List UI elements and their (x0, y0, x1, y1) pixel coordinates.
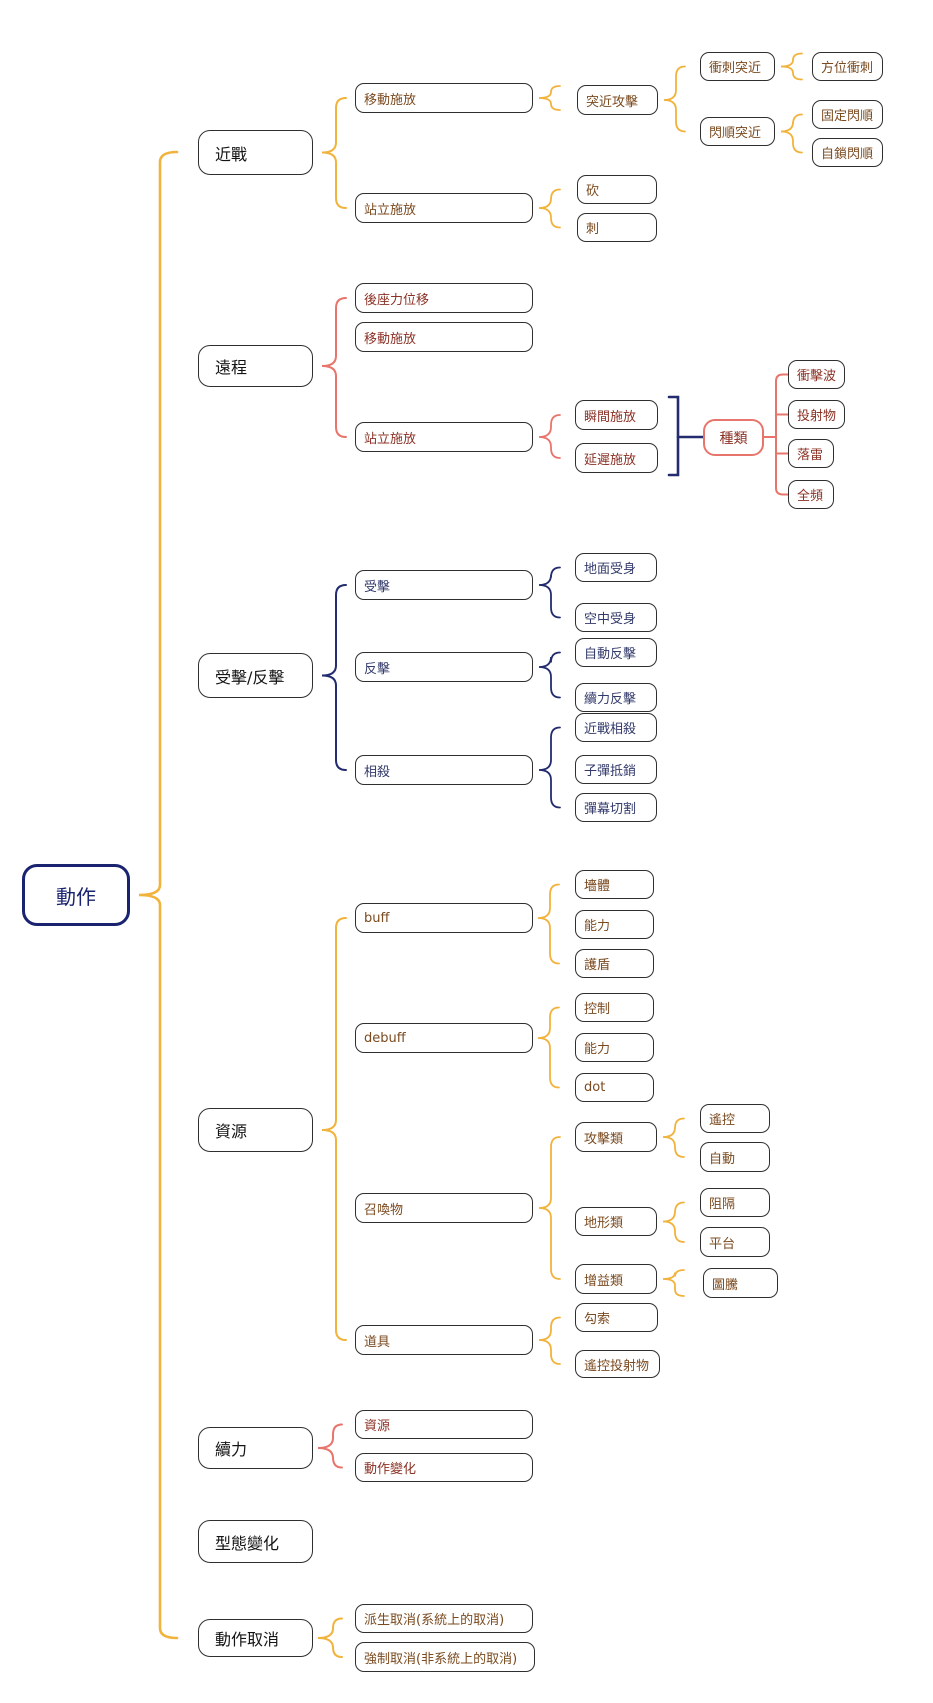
brace-connector (317, 1423, 343, 1469)
node-charge[interactable]: 續力 (198, 1427, 313, 1469)
brace-connector (662, 1269, 685, 1297)
brace-connector (538, 414, 561, 459)
node-debuff[interactable]: debuff (355, 1023, 533, 1053)
brace-connector (538, 726, 561, 809)
brace-connector (321, 297, 347, 438)
node-barrage-cut[interactable]: 彈幕切割 (575, 793, 657, 822)
node-force-cancel[interactable]: 強制取消(非系統上的取消) (355, 1642, 535, 1672)
brace-connector (663, 65, 686, 133)
node-shield[interactable]: 護盾 (575, 949, 654, 978)
brace-connector (138, 150, 179, 1640)
node-platform[interactable]: 平台 (700, 1227, 770, 1257)
node-counter[interactable]: 反擊 (355, 652, 533, 682)
node-cancel-out[interactable]: 相殺 (355, 755, 533, 785)
node-attack-type[interactable]: 攻擊類 (575, 1122, 657, 1152)
node-charge-counter[interactable]: 續力反擊 (575, 683, 657, 712)
node-dot[interactable]: dot (575, 1073, 654, 1102)
node-stand-cast-ranged[interactable]: 站立施放 (355, 422, 533, 452)
node-projectile[interactable]: 投射物 (788, 400, 845, 429)
node-totem[interactable]: 圖騰 (703, 1268, 778, 1298)
node-ability-debuff[interactable]: 能力 (575, 1033, 654, 1062)
brace-connector (321, 917, 347, 1341)
node-form-change[interactable]: 型態變化 (198, 1520, 313, 1563)
node-dodge-approach[interactable]: 閃順突近 (700, 117, 775, 146)
node-resource-sub[interactable]: 資源 (355, 1410, 533, 1439)
node-instant-cast[interactable]: 瞬間施放 (575, 400, 658, 430)
node-wall-body[interactable]: 墻體 (575, 870, 654, 899)
node-bullet-cancel[interactable]: 子彈抵銷 (575, 755, 657, 784)
node-melee[interactable]: 近戰 (198, 130, 313, 175)
brace-connector (780, 113, 803, 154)
brace-connector (538, 1136, 561, 1280)
node-delayed-cast[interactable]: 延遲施放 (575, 443, 658, 473)
brace-connector (662, 1201, 685, 1243)
node-buff[interactable]: buff (355, 903, 533, 933)
brace-connector (538, 566, 561, 619)
node-stand-cast[interactable]: 站立施放 (355, 193, 533, 223)
brace-connector (537, 883, 560, 965)
node-approach-attack[interactable]: 突近攻擊 (577, 85, 658, 115)
node-dash-approach[interactable]: 衝刺突近 (700, 52, 775, 81)
node-move-cast[interactable]: 移動施放 (355, 83, 533, 113)
node-fullscreen[interactable]: 全頻 (788, 480, 834, 509)
brace-connector (321, 97, 347, 209)
brace-connector (538, 85, 561, 111)
node-fixed-dodge[interactable]: 固定閃順 (812, 100, 883, 129)
node-control[interactable]: 控制 (575, 993, 654, 1022)
node-remote-projectile[interactable]: 遙控投射物 (575, 1350, 660, 1378)
node-recoil-shift[interactable]: 後座力位移 (355, 283, 533, 313)
node-auto[interactable]: 自動 (700, 1142, 770, 1172)
brace-connector (537, 1006, 560, 1089)
brace-connector (662, 1117, 685, 1158)
node-ground-recovery[interactable]: 地面受身 (575, 553, 657, 582)
node-auto-counter[interactable]: 自動反擊 (575, 638, 657, 667)
node-ranged[interactable]: 遠程 (198, 345, 313, 387)
node-action-cancel[interactable]: 動作取消 (198, 1619, 313, 1657)
node-hit[interactable]: 受擊 (355, 570, 533, 600)
node-stab[interactable]: 刺 (577, 213, 657, 242)
elbow-connector (775, 373, 789, 496)
bracket-connector (667, 395, 680, 477)
brace-connector (321, 584, 347, 771)
node-barrier[interactable]: 阻隔 (700, 1188, 770, 1217)
node-direction-dash[interactable]: 方位衝刺 (812, 52, 883, 81)
brace-connector (538, 651, 561, 699)
node-category[interactable]: 種類 (703, 419, 764, 456)
node-hit-counter[interactable]: 受擊/反擊 (198, 653, 313, 698)
node-hook[interactable]: 勾索 (575, 1303, 658, 1332)
node-lock-dodge[interactable]: 自鎖閃順 (812, 138, 883, 167)
node-melee-clash[interactable]: 近戰相殺 (575, 713, 657, 742)
brace-connector (780, 52, 803, 81)
node-remote[interactable]: 遙控 (700, 1104, 770, 1133)
node-derive-cancel[interactable]: 派生取消(系統上的取消) (355, 1604, 533, 1633)
node-ability-buff[interactable]: 能力 (575, 910, 654, 939)
brace-connector (317, 1617, 343, 1658)
node-benefit-type[interactable]: 增益類 (575, 1264, 657, 1294)
node-shockwave[interactable]: 衝擊波 (788, 360, 845, 389)
brace-connector (538, 188, 561, 229)
node-action-change[interactable]: 動作變化 (355, 1453, 533, 1482)
node-item[interactable]: 道具 (355, 1325, 533, 1355)
node-terrain-type[interactable]: 地形類 (575, 1207, 657, 1236)
node-action-root[interactable]: 動作 (22, 864, 130, 926)
node-resource[interactable]: 資源 (198, 1108, 313, 1152)
brace-connector (538, 1316, 561, 1365)
node-move-cast-ranged[interactable]: 移動施放 (355, 322, 533, 352)
node-lightning[interactable]: 落雷 (788, 439, 834, 468)
node-slash[interactable]: 砍 (577, 175, 657, 204)
node-air-recovery[interactable]: 空中受身 (575, 603, 657, 632)
node-summon[interactable]: 召喚物 (355, 1193, 533, 1223)
